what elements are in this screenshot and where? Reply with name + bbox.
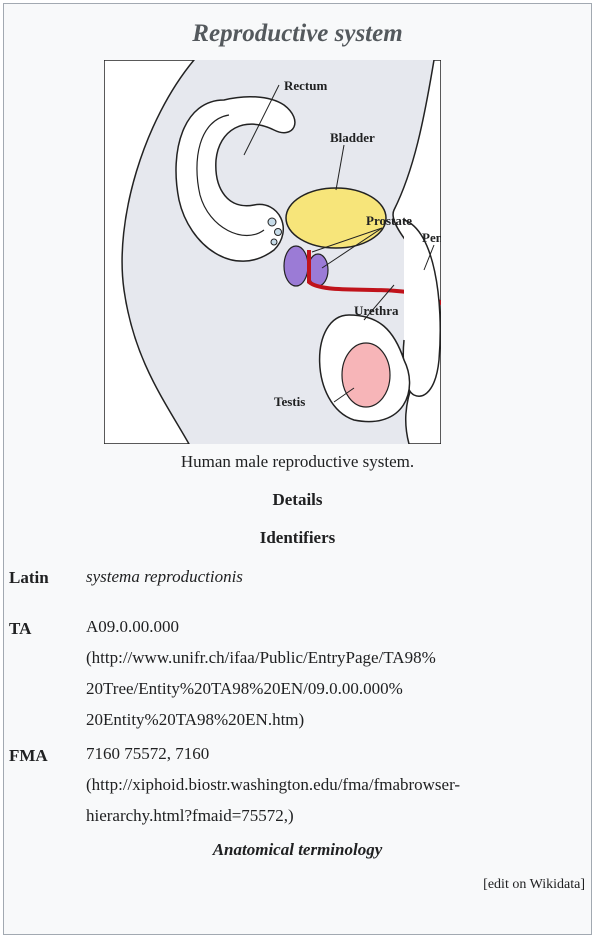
label-penis: Penis xyxy=(422,230,441,245)
latin-label: Latin xyxy=(9,568,49,588)
label-rectum: Rectum xyxy=(284,78,327,93)
body-outline xyxy=(104,60,194,444)
ta-label: TA xyxy=(9,619,31,639)
infobox-title: Reproductive system xyxy=(4,20,591,48)
ta-url-line: 20Entity%20TA98%20EN.htm) xyxy=(86,704,436,735)
details-header: Details xyxy=(4,490,591,510)
ta-code: A09.0.00.000 xyxy=(86,611,436,642)
label-urethra: Urethra xyxy=(354,303,399,318)
fma-url-line: (http://xiphoid.biostr.washington.edu/fm… xyxy=(86,769,460,800)
fma-code: 7160 75572, 7160 xyxy=(86,738,460,769)
latin-value: systema reproductionis xyxy=(86,561,243,592)
latin-value-line: systema reproductionis xyxy=(86,561,243,592)
anatomy-illustration[interactable]: Rectum Bladder Prostate Penis Urethra Te… xyxy=(104,60,441,444)
infobox: Reproductive system xyxy=(3,3,592,935)
fma-value[interactable]: 7160 75572, 7160 (http://xiphoid.biostr.… xyxy=(86,738,460,831)
fma-url-line: hierarchy.html?fmaid=75572,) xyxy=(86,800,460,831)
edit-on-wikidata-link[interactable]: [edit on Wikidata] xyxy=(483,877,585,893)
seminal-vesicle xyxy=(275,229,282,236)
label-testis: Testis xyxy=(274,394,305,409)
figure-caption: Human male reproductive system. xyxy=(4,452,591,472)
testis-shape xyxy=(342,343,390,407)
ta-url-line: 20Tree/Entity%20TA98%20EN/09.0.00.000% xyxy=(86,673,436,704)
rectum-shape xyxy=(176,97,295,261)
label-prostate: Prostate xyxy=(366,213,412,228)
fma-label: FMA xyxy=(9,746,48,766)
label-bladder: Bladder xyxy=(330,130,375,145)
ta-value[interactable]: A09.0.00.000 (http://www.unifr.ch/ifaa/P… xyxy=(86,611,436,735)
ta-url-line: (http://www.unifr.ch/ifaa/Public/EntryPa… xyxy=(86,642,436,673)
seminal-vesicle xyxy=(268,218,276,226)
seminal-vesicle xyxy=(271,239,277,245)
anatomical-terminology-header: Anatomical terminology xyxy=(4,840,591,860)
identifiers-header: Identifiers xyxy=(4,528,591,548)
prostate-shape-1 xyxy=(284,246,308,286)
